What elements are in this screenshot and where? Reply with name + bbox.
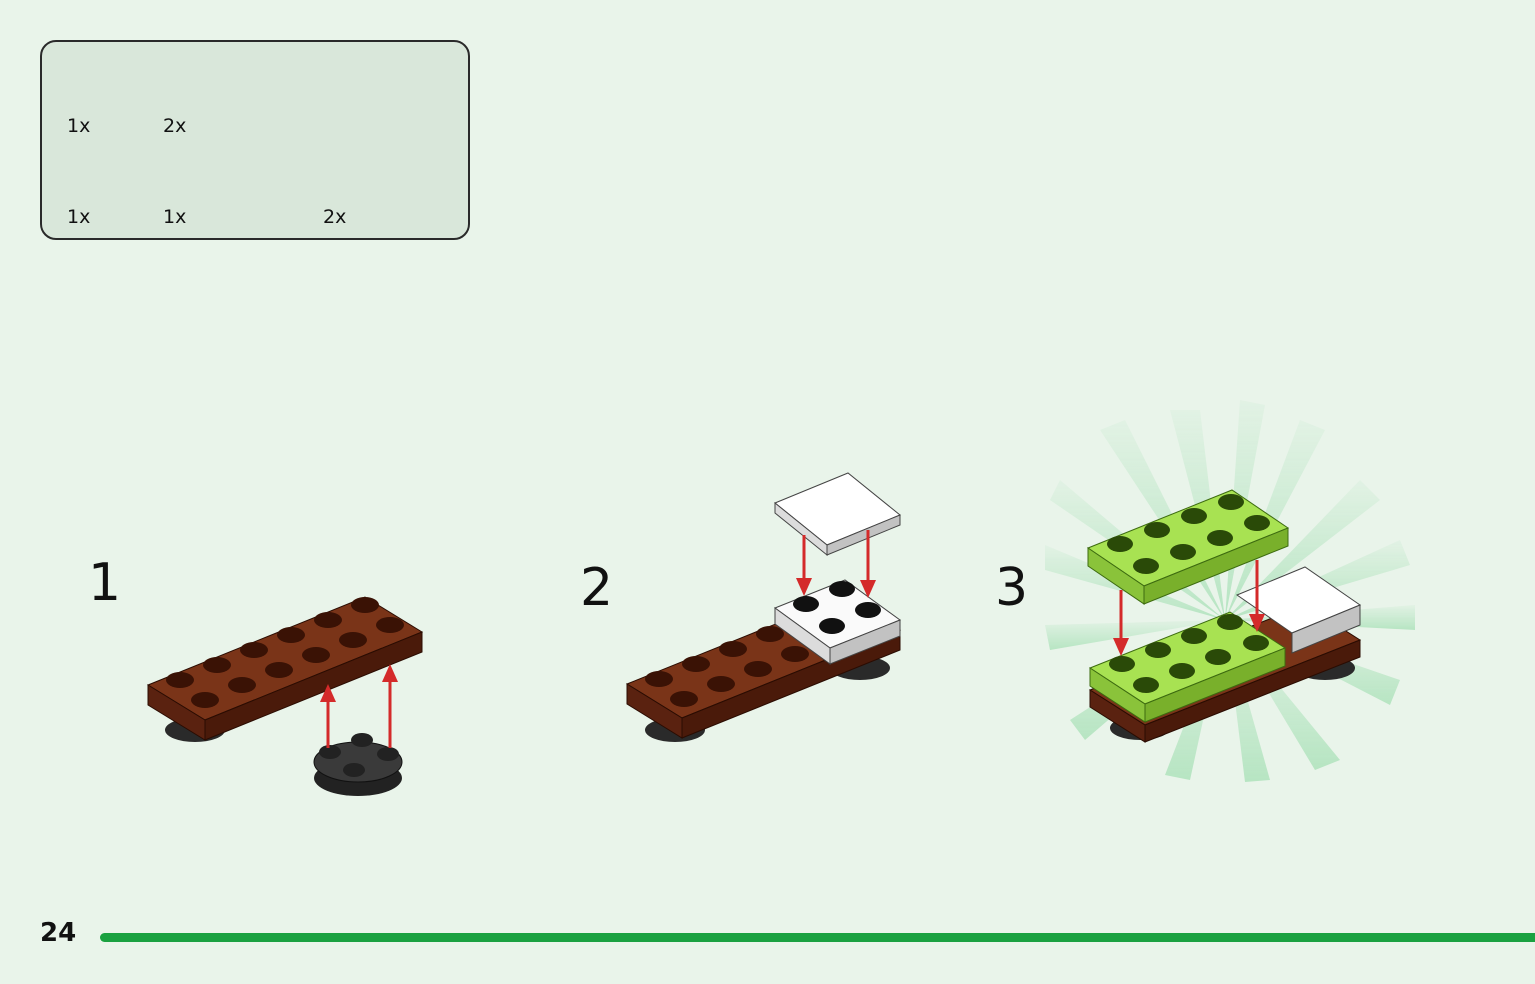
lime-plate-qty: 2x bbox=[323, 206, 347, 228]
step-number-2: 2 bbox=[580, 558, 614, 618]
brown-plate-qty: 1x bbox=[163, 206, 187, 228]
progress-bar bbox=[100, 933, 1535, 942]
step2-illustration bbox=[625, 472, 902, 742]
parts-list-panel bbox=[40, 40, 470, 240]
step-number-3: 3 bbox=[995, 558, 1029, 618]
step1-illustration bbox=[146, 596, 424, 796]
step-number-1: 1 bbox=[88, 553, 122, 613]
white-tile-qty: 1x bbox=[67, 115, 91, 137]
black-round-plate-qty: 2x bbox=[163, 115, 187, 137]
step3-illustration bbox=[1045, 400, 1415, 782]
page-number: 24 bbox=[40, 918, 77, 948]
white-plate-qty: 1x bbox=[67, 206, 91, 228]
